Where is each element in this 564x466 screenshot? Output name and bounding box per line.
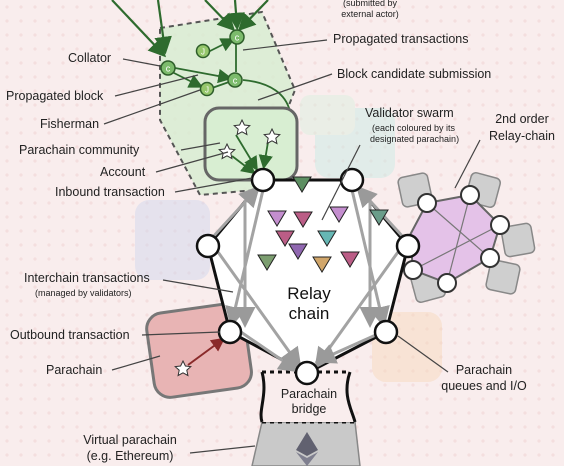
relay-label: Relay xyxy=(287,284,331,303)
validator-swarm-label: Validator swarm xyxy=(365,106,454,120)
star-icon xyxy=(233,118,251,136)
parachain-bridge-label-2: bridge xyxy=(292,402,327,416)
virtual-parachain xyxy=(251,420,361,466)
collator-label: Collator xyxy=(68,51,111,65)
parachain-queues-label-1: Parachain xyxy=(456,363,512,377)
star-icon xyxy=(218,142,236,160)
svg-text:c: c xyxy=(166,64,171,74)
inbound-transaction-label: Inbound transaction xyxy=(55,185,165,199)
relay-chain-right-label: Relay-chain xyxy=(489,129,555,143)
collator-node xyxy=(227,72,243,88)
propagated-block-label: Propagated block xyxy=(6,89,104,103)
parachain-label: Parachain xyxy=(46,363,102,377)
star-icon xyxy=(174,359,192,377)
chain-label: chain xyxy=(289,304,330,323)
svg-text:J: J xyxy=(201,48,205,57)
leader-lines xyxy=(103,39,481,454)
fisherman-label: Fisherman xyxy=(40,117,99,131)
outbound-transaction-label: Outbound transaction xyxy=(10,328,130,342)
parachain-queues-label-2: queues and I/O xyxy=(441,379,527,393)
parachain-bridge-label-1: Parachain xyxy=(281,387,337,401)
svg-text:c: c xyxy=(233,76,238,86)
fisherman-node xyxy=(195,43,211,59)
collator-network: c c c J J xyxy=(160,29,292,163)
account-label: Account xyxy=(100,165,146,179)
collator-node xyxy=(160,60,176,76)
interchain-transactions-label: Interchain transactions xyxy=(24,271,150,285)
relay-chain: Relay chain xyxy=(195,167,421,386)
second-order-relay-chain xyxy=(397,172,536,303)
block-candidate-submission-label: Block candidate submission xyxy=(337,67,491,81)
validator-swarm xyxy=(257,176,389,273)
interchain-sub-label: (managed by validators) xyxy=(35,288,132,298)
ethereum-logo-icon xyxy=(296,432,318,456)
svg-text:J: J xyxy=(205,86,209,95)
virtual-parachain-label-1: Virtual parachain xyxy=(83,433,177,447)
submitted-note-2: external actor) xyxy=(341,9,399,19)
parachain-community-label: Parachain community xyxy=(19,143,140,157)
background-parachains xyxy=(135,95,442,382)
second-order-label: 2nd order xyxy=(495,112,549,126)
validator-swarm-sub1: (each coloured by its xyxy=(372,123,456,133)
submitted-note: (submitted by xyxy=(343,0,398,8)
fisherman-node xyxy=(199,81,215,97)
propagated-transactions-label: Propagated transactions xyxy=(333,32,469,46)
account-box xyxy=(203,106,299,182)
star-icon xyxy=(263,127,281,145)
svg-text:c: c xyxy=(235,33,240,43)
virtual-parachain-label-2: (e.g. Ethereum) xyxy=(87,449,174,463)
external-transaction-arrows xyxy=(111,0,269,58)
collator-node xyxy=(229,29,245,45)
validator-swarm-sub2: designated parachain) xyxy=(370,134,459,144)
